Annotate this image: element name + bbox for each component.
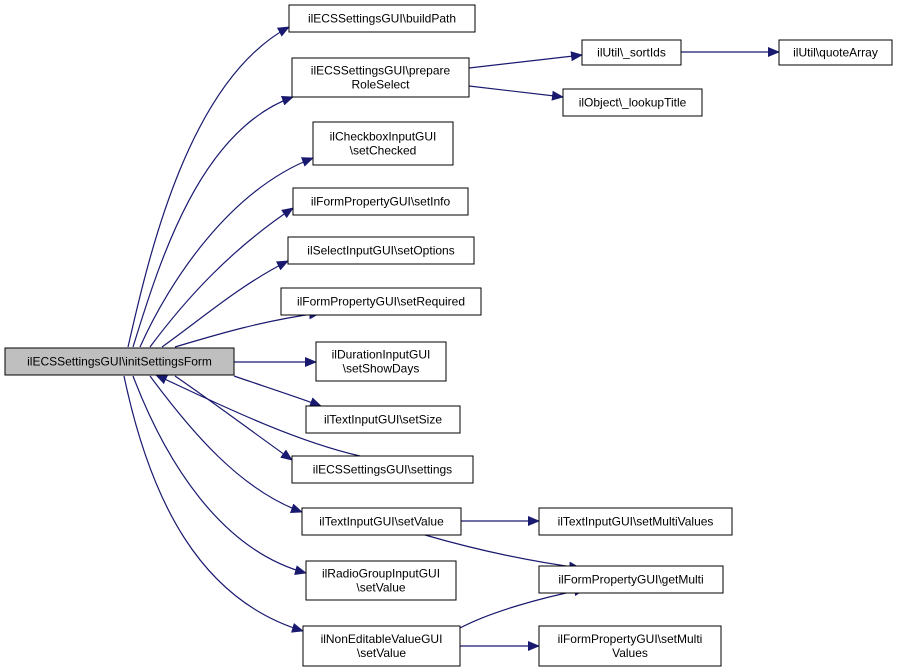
node-label: ilECSSettingsGUI\prepare xyxy=(311,64,451,78)
node-box xyxy=(778,39,893,66)
node-label: \setValue xyxy=(357,646,406,660)
edge-root-to-setChecked xyxy=(139,157,314,348)
node-label: ilTextInputGUI\setSize xyxy=(324,413,442,427)
node-settings[interactable]: ilECSSettingsGUI\settings xyxy=(291,455,474,484)
node-box xyxy=(312,121,454,166)
node-box xyxy=(4,347,235,376)
node-label: ilUtil\quoteArray xyxy=(793,46,878,60)
node-box xyxy=(538,625,722,667)
node-label: ilUtil\_sortIds xyxy=(597,46,666,60)
node-box xyxy=(291,455,474,484)
edge-arrow xyxy=(174,375,293,461)
node-box xyxy=(562,88,703,117)
node-box xyxy=(301,507,462,536)
edge-arrow xyxy=(132,375,307,575)
node-box xyxy=(292,187,469,216)
edge-arrow xyxy=(233,375,322,407)
node-label: \setValue xyxy=(356,581,405,595)
node-label: ilSelectInputGUI\setOptions xyxy=(307,244,454,258)
node-setMultiValuesText[interactable]: ilTextInputGUI\setMultiValues xyxy=(538,507,733,536)
edge-root-to-setSize xyxy=(233,375,322,407)
node-box xyxy=(291,57,470,98)
node-setShowDays[interactable]: ilDurationInputGUI\setShowDays xyxy=(315,341,447,382)
node-box xyxy=(305,405,461,434)
node-box xyxy=(287,236,475,265)
node-setMultiValuesForm[interactable]: ilFormPropertyGUI\setMultiValues xyxy=(538,625,722,667)
edge-arrow xyxy=(123,375,304,633)
edge-arrow xyxy=(127,26,290,348)
node-textSetValue[interactable]: ilTextInputGUI\setValue xyxy=(301,507,462,536)
edge-root-to-setInfo xyxy=(149,207,294,348)
node-label: ilECSSettingsGUI\buildPath xyxy=(308,12,456,26)
node-box xyxy=(538,507,733,536)
edge-arrow xyxy=(155,374,361,457)
node-label: ilFormPropertyGUI\setRequired xyxy=(297,295,465,309)
edge-root-to-settings xyxy=(174,375,293,461)
node-label: ilCheckboxInputGUI xyxy=(330,130,437,144)
node-box xyxy=(280,287,482,316)
node-box xyxy=(538,565,724,594)
node-label: ilTextInputGUI\setValue xyxy=(319,515,444,529)
node-label: ilFormPropertyGUI\setMulti xyxy=(558,632,703,646)
edge-textSetValue-to-getMulti xyxy=(424,534,581,572)
edge-settings-to-root xyxy=(155,374,361,457)
edge-prepareRoleSelect-to-sortIds xyxy=(468,51,583,69)
edge-arrow xyxy=(149,207,294,348)
node-label: ilRadioGroupInputGUI xyxy=(322,567,440,581)
node-box xyxy=(315,341,447,382)
edge-arrow xyxy=(132,95,294,348)
node-box xyxy=(581,39,682,66)
node-getMulti[interactable]: ilFormPropertyGUI\getMulti xyxy=(538,565,724,594)
node-label: ilFormPropertyGUI\getMulti xyxy=(558,573,703,587)
node-label: ilNonEditableValueGUI xyxy=(321,632,443,646)
node-radioSetValue[interactable]: ilRadioGroupInputGUI\setValue xyxy=(305,560,457,601)
node-lookupTitle[interactable]: ilObject\_lookupTitle xyxy=(562,88,703,117)
node-label: ilECSSettingsGUI\initSettingsForm xyxy=(27,355,212,369)
edge-arrow xyxy=(424,534,581,572)
node-buildPath[interactable]: ilECSSettingsGUI\buildPath xyxy=(288,4,476,33)
edge-prepareRoleSelect-to-lookupTitle xyxy=(468,85,564,101)
node-setInfo[interactable]: ilFormPropertyGUI\setInfo xyxy=(292,187,469,216)
node-label: Values xyxy=(612,646,648,660)
edge-arrow xyxy=(468,51,583,69)
node-setRequired[interactable]: ilFormPropertyGUI\setRequired xyxy=(280,287,482,316)
node-label: ilObject\_lookupTitle xyxy=(579,96,687,110)
edge-arrow xyxy=(161,260,289,348)
edge-arrow xyxy=(174,309,321,348)
node-sortIds[interactable]: ilUtil\_sortIds xyxy=(581,39,682,66)
node-setOptions[interactable]: ilSelectInputGUI\setOptions xyxy=(287,236,475,265)
edge-arrow xyxy=(139,157,314,348)
edge-arrow xyxy=(468,85,564,101)
node-box xyxy=(302,625,461,667)
edge-root-to-nonEditSetValue xyxy=(123,375,304,633)
edge-nonEditSetValue-to-getMulti xyxy=(459,586,586,629)
node-setSize[interactable]: ilTextInputGUI\setSize xyxy=(305,405,461,434)
node-label: ilDurationInputGUI xyxy=(332,348,431,362)
node-quoteArray[interactable]: ilUtil\quoteArray xyxy=(778,39,893,66)
edge-root-to-prepareRoleSelect xyxy=(132,95,294,348)
node-label: RoleSelect xyxy=(351,78,410,92)
edge-arrow xyxy=(149,375,303,514)
edge-root-to-buildPath xyxy=(127,26,290,348)
node-label: \setChecked xyxy=(350,144,417,158)
edge-root-to-textSetValue xyxy=(149,375,303,514)
edge-root-to-setOptions xyxy=(161,260,289,348)
node-label: ilECSSettingsGUI\settings xyxy=(313,463,452,477)
edge-arrow xyxy=(459,586,586,629)
node-nonEditSetValue[interactable]: ilNonEditableValueGUI\setValue xyxy=(302,625,461,667)
node-setChecked[interactable]: ilCheckboxInputGUI\setChecked xyxy=(312,121,454,166)
node-box xyxy=(288,4,476,33)
node-label: ilFormPropertyGUI\setInfo xyxy=(311,195,451,209)
edge-root-to-setRequired xyxy=(174,309,321,348)
edge-root-to-radioSetValue xyxy=(132,375,307,575)
node-label: \setShowDays xyxy=(343,362,420,376)
node-label: ilTextInputGUI\setMultiValues xyxy=(558,515,714,529)
node-root[interactable]: ilECSSettingsGUI\initSettingsForm xyxy=(4,347,235,376)
node-box xyxy=(305,560,457,601)
